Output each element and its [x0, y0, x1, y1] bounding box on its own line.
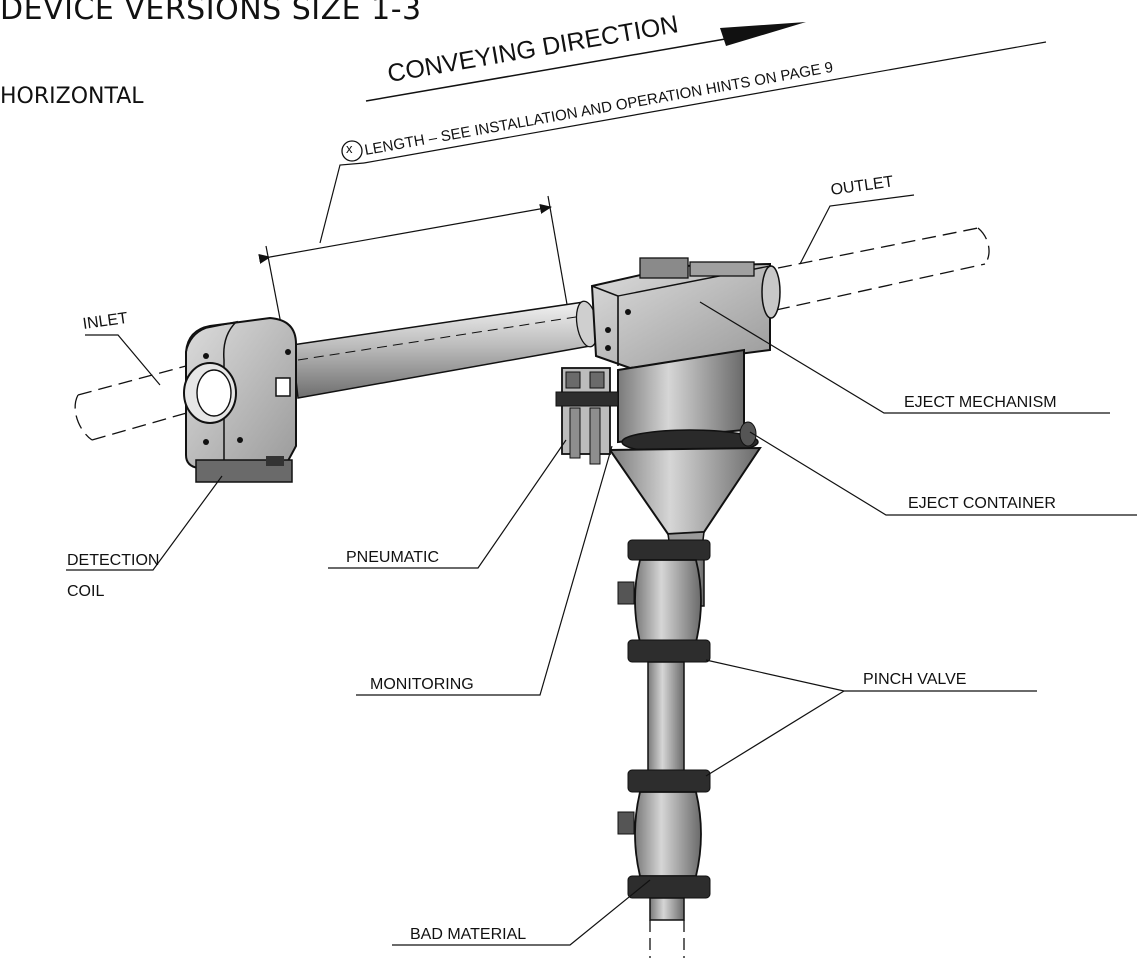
inlet-leader [85, 334, 161, 386]
outlet-pipe-outline [775, 227, 990, 311]
eject-container-leader [749, 431, 1137, 516]
pinch-valve-label: PINCH VALVE [863, 671, 967, 688]
conveying-direction-arrow [365, 22, 806, 102]
eject-mechanism-label: EJECT MECHANISM [904, 394, 1057, 411]
monitoring-label: MONITORING [370, 676, 474, 693]
outlet-leader [799, 194, 915, 265]
eject-mechanism-box [590, 257, 781, 370]
monitoring-leader [356, 445, 613, 696]
orientation-subtitle: HORIZONTAL [0, 84, 144, 109]
conveying-tube [291, 300, 599, 399]
length-note-underline [363, 41, 1047, 164]
page-title: DEVICE VERSIONS SIZE 1-3 [0, 0, 422, 27]
length-symbol-circle [341, 140, 363, 162]
length-leader-line [319, 162, 365, 244]
detection-coil-unit [183, 316, 297, 483]
pinch-valve-leader-2 [705, 690, 845, 777]
eject-mechanism-leader [699, 301, 1110, 414]
detection-label: DETECTION [67, 552, 160, 569]
detection-coil-leader [66, 475, 223, 571]
bad-material-leader [392, 879, 651, 946]
eject-container [608, 348, 762, 549]
eject-container-label: EJECT CONTAINER [908, 495, 1056, 512]
bad-material-label: BAD MATERIAL [410, 926, 527, 943]
coil-label: COIL [67, 583, 105, 600]
pneumatic-leader [328, 439, 567, 569]
bad-material-pipe-outline [649, 920, 685, 958]
leader-lines [66, 194, 1137, 946]
length-symbol: x [346, 141, 353, 156]
inlet-pipe-outline [74, 365, 191, 441]
pneumatic-label: PNEUMATIC [346, 549, 440, 566]
discharge-pipe [617, 539, 711, 921]
pneumatic-unit [555, 367, 619, 465]
